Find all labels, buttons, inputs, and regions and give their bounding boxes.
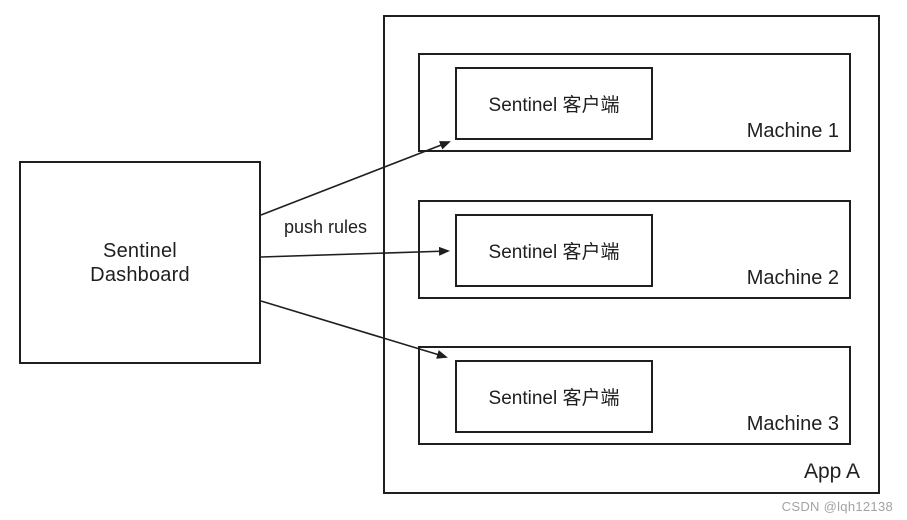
machine-2-node: Sentinel 客户端 Machine 2 [418, 200, 851, 299]
machine-1-node: Sentinel 客户端 Machine 1 [418, 53, 851, 152]
machine-1-label: Machine 1 [746, 120, 839, 142]
machine-1-sentinel-client-node: Sentinel 客户端 [455, 67, 653, 140]
watermark-text: CSDN @lqh12138 [781, 499, 893, 514]
machine-3-node: Sentinel 客户端 Machine 3 [418, 346, 851, 445]
sentinel-dashboard-label-line1: Sentinel [103, 239, 177, 262]
app-a-label: App A [803, 460, 860, 483]
push-rules-label: push rules [284, 217, 368, 237]
sentinel-dashboard-node: Sentinel Dashboard [19, 161, 261, 364]
machine-2-sentinel-client-label: Sentinel 客户端 [488, 242, 620, 263]
machine-2-label: Machine 2 [746, 267, 839, 289]
sentinel-dashboard-label-line2: Dashboard [90, 263, 190, 286]
machine-2-sentinel-client-node: Sentinel 客户端 [455, 214, 653, 287]
machine-1-sentinel-client-label: Sentinel 客户端 [488, 95, 620, 116]
machine-3-sentinel-client-label: Sentinel 客户端 [488, 388, 620, 409]
machine-3-sentinel-client-node: Sentinel 客户端 [455, 360, 653, 433]
app-a-container: Sentinel 客户端 Machine 1 Sentinel 客户端 Mach… [383, 15, 880, 494]
machine-3-label: Machine 3 [746, 413, 839, 435]
